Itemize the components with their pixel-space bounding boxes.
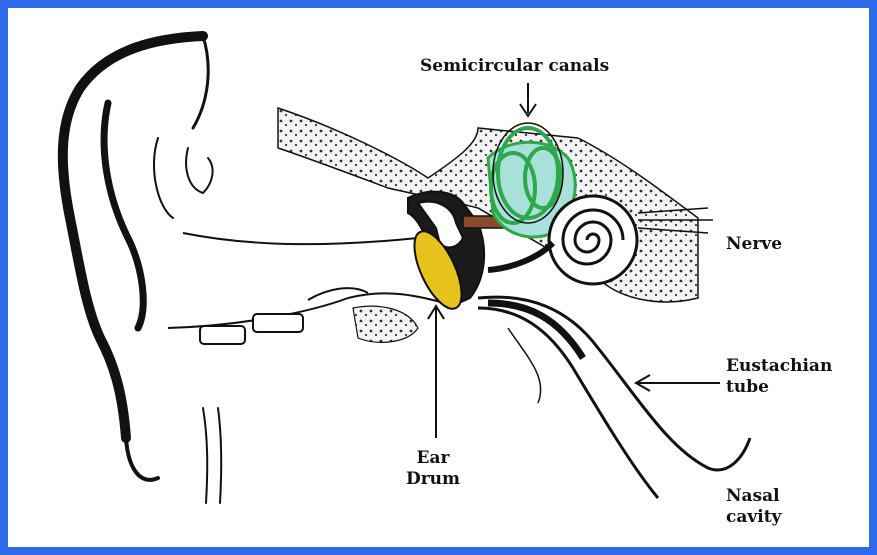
label-ear-drum-line2: Drum [393, 469, 473, 490]
label-semicircular-canals: Semicircular canals [420, 56, 609, 77]
label-nasal-cavity: Nasal cavity [726, 486, 781, 528]
label-nasal-line2: cavity [726, 507, 781, 528]
label-eustachian-tube: Eustachian tube [726, 356, 832, 398]
eustachian-tube [478, 297, 750, 498]
label-ear-drum: Ear Drum [393, 448, 473, 490]
label-eustachian-line1: Eustachian [726, 356, 832, 377]
label-nerve: Nerve [726, 234, 782, 255]
temporal-bone [278, 108, 698, 302]
label-ear-drum-line1: Ear [393, 448, 473, 469]
label-nasal-line1: Nasal [726, 486, 781, 507]
outer-ear [63, 36, 222, 503]
label-eustachian-line2: tube [726, 377, 832, 398]
temporal-bone-lower [353, 306, 418, 342]
